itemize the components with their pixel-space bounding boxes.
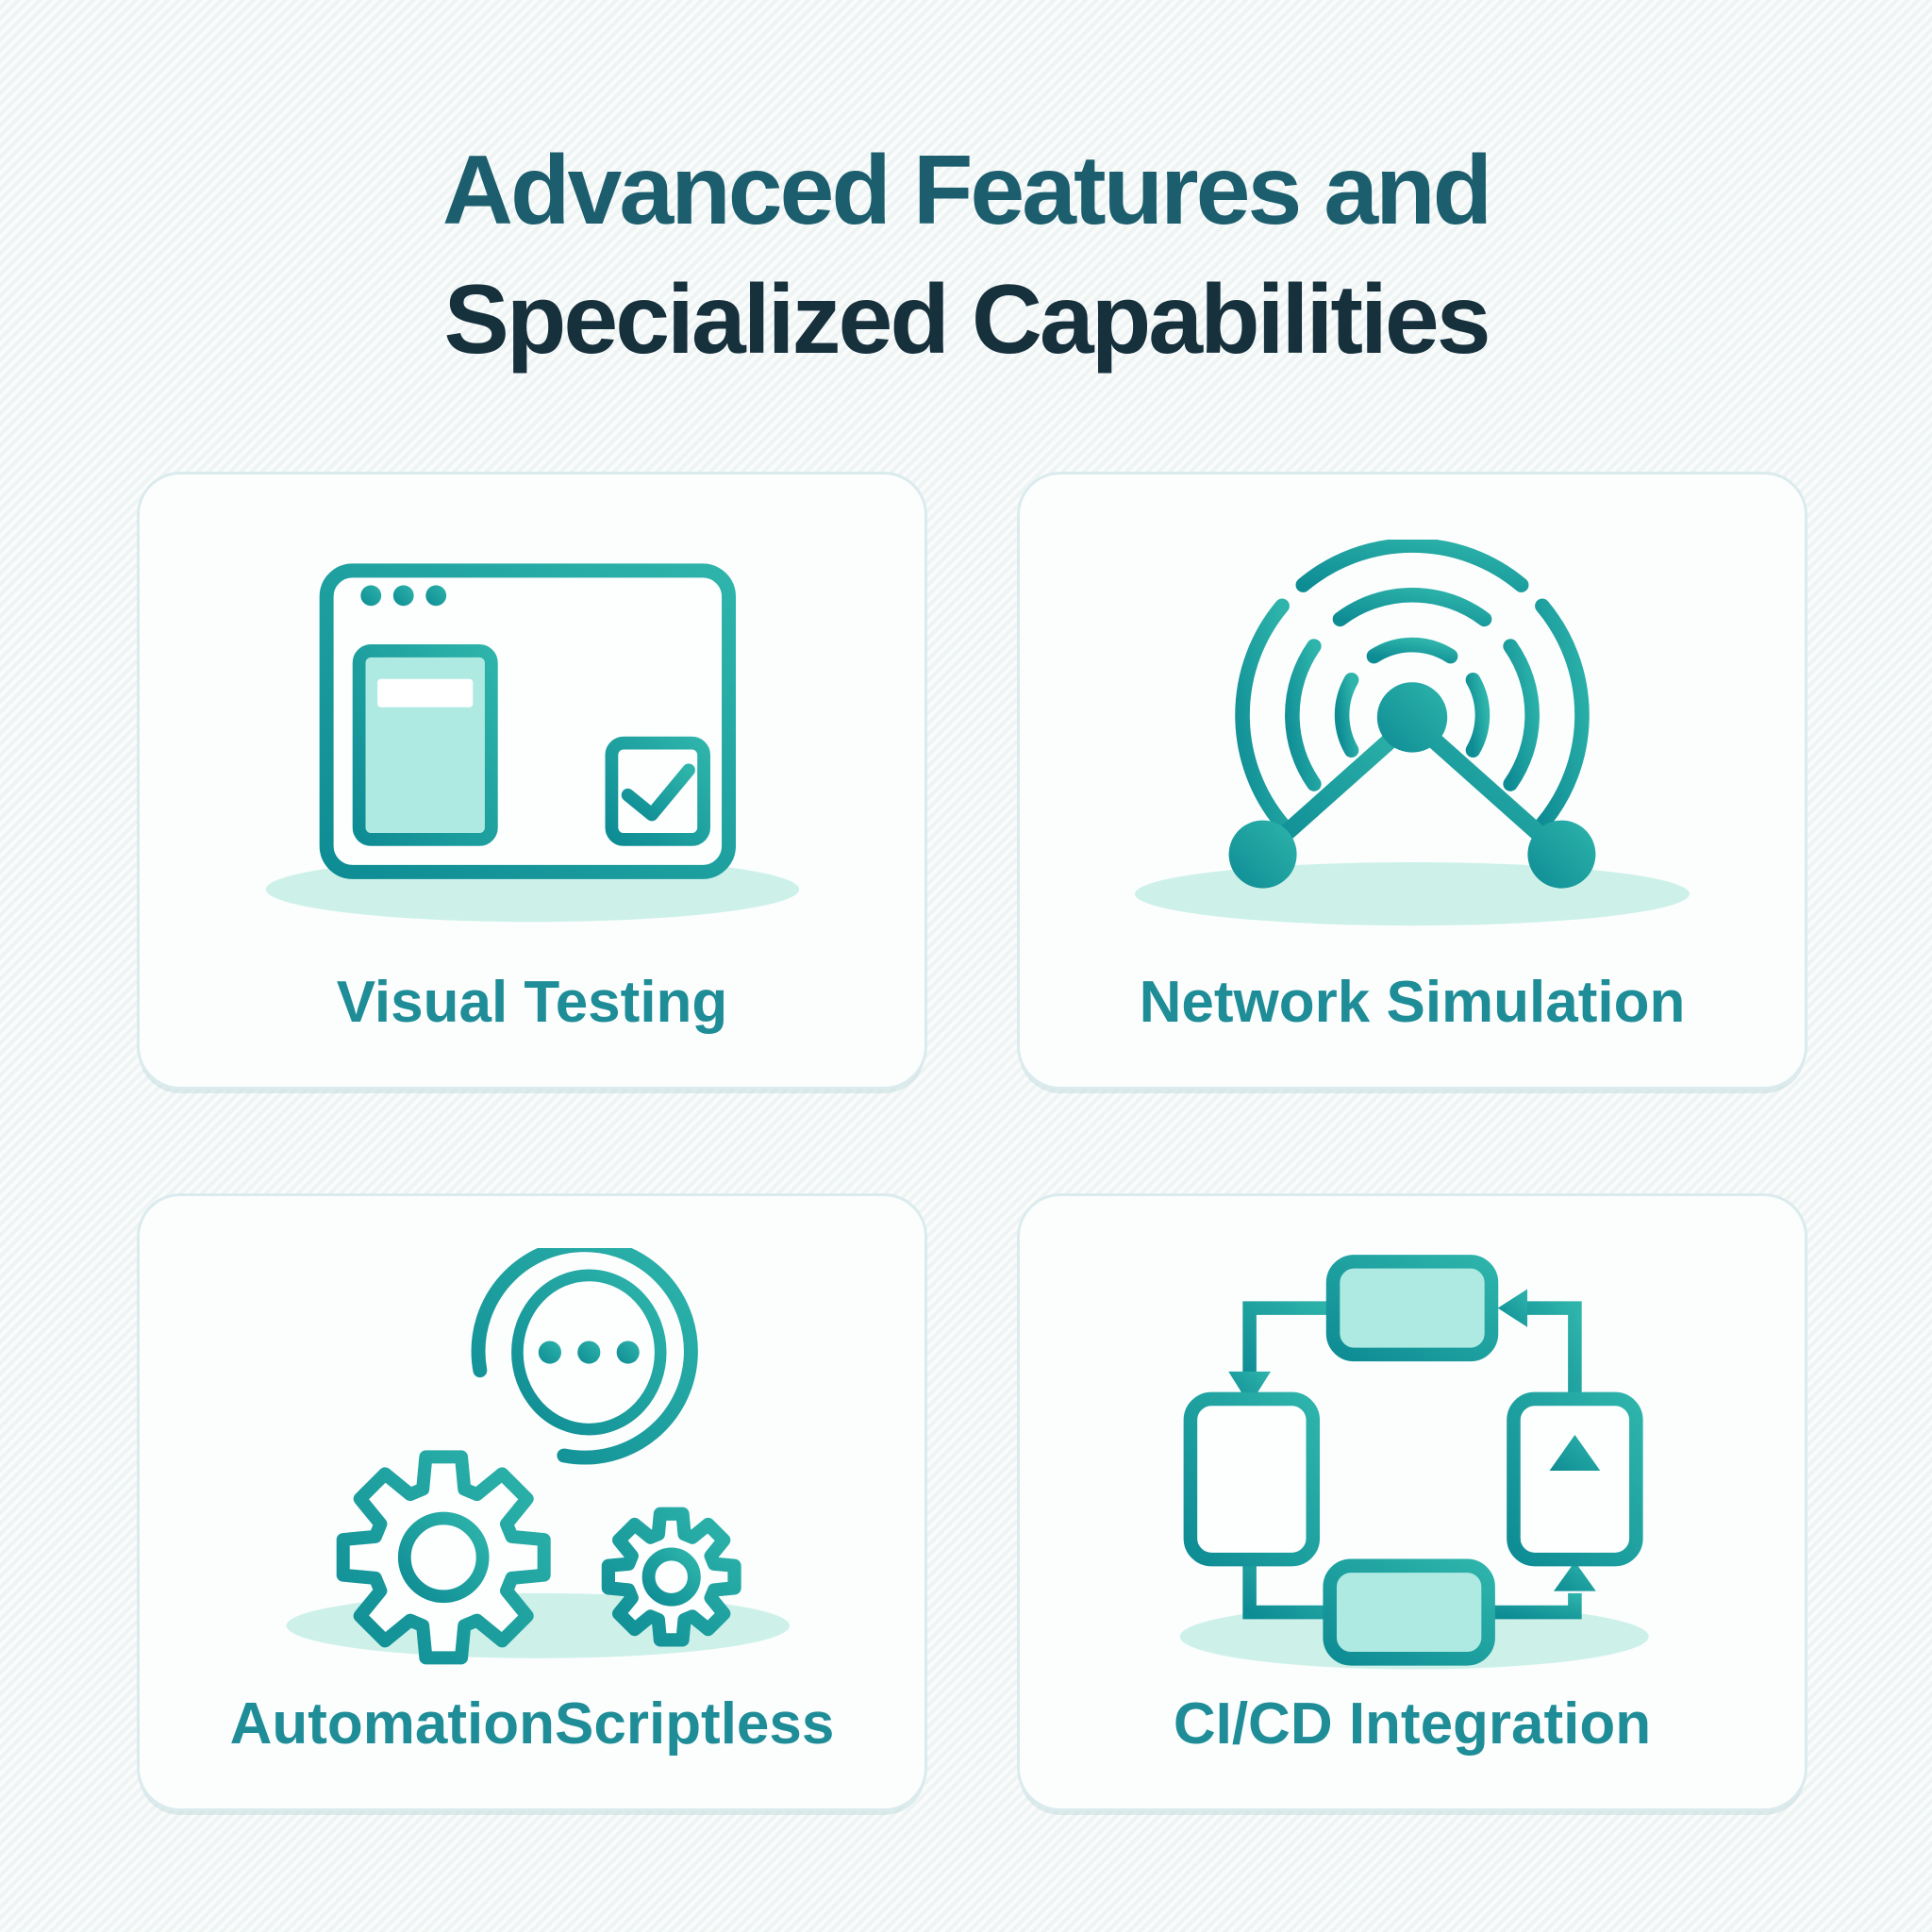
right-node <box>1527 820 1596 889</box>
card-network-simulation: Network Simulation <box>1017 472 1807 1090</box>
arrowhead-down-icon <box>1228 1371 1271 1406</box>
content-text-lines <box>513 667 708 827</box>
checkmark-icon <box>621 763 695 822</box>
browser-window-dots <box>359 585 446 607</box>
icon-area <box>140 1196 924 1690</box>
card-cicd-integration: CI/CD Integration <box>1017 1193 1807 1811</box>
bottom-stage-block <box>1323 1558 1495 1666</box>
pipeline-cycle-icon <box>1179 1254 1649 1670</box>
side-panel-highlight-bar <box>376 678 473 708</box>
card-label: AutomationScriptless <box>229 1691 835 1757</box>
cycle-connectors <box>1242 1300 1582 1619</box>
left-node <box>1228 820 1297 889</box>
wireless-network-nodes-icon <box>1135 540 1690 926</box>
feature-card-grid: Visual Testing <box>137 472 1807 1811</box>
card-automation-scriptless: AutomationScriptless <box>137 1193 927 1811</box>
page-title: Advanced Features and Specialized Capabi… <box>0 126 1932 386</box>
card-label: CI/CD Integration <box>1173 1691 1652 1757</box>
card-label: Network Simulation <box>1139 970 1686 1035</box>
arrowhead-left-icon <box>1497 1288 1528 1327</box>
chat-bubble-outer-ring <box>471 1247 698 1465</box>
top-stage-block <box>1325 1254 1499 1361</box>
chat-bubble-dots <box>538 1340 640 1364</box>
hub-node <box>1376 682 1448 753</box>
large-gear-hub <box>397 1511 489 1603</box>
signal-arcs <box>1235 540 1590 832</box>
card-label: Visual Testing <box>336 970 728 1035</box>
checkbox <box>605 736 710 846</box>
browser-checklist-icon <box>265 563 799 923</box>
small-gear-hub <box>641 1547 701 1607</box>
ground-shadow <box>1135 862 1690 926</box>
card-visual-testing: Visual Testing <box>137 472 927 1090</box>
upload-arrow-icon <box>1549 1434 1601 1528</box>
page-title-line1: Advanced Features and <box>441 135 1492 245</box>
page-title-line2: Specialized Capabilities <box>443 264 1491 375</box>
icon-area <box>1020 1196 1805 1690</box>
icon-area <box>1020 475 1805 969</box>
arrowhead-up-icon <box>1554 1560 1596 1591</box>
gears-chat-bubble-icon <box>285 1247 790 1666</box>
icon-area <box>140 475 924 969</box>
